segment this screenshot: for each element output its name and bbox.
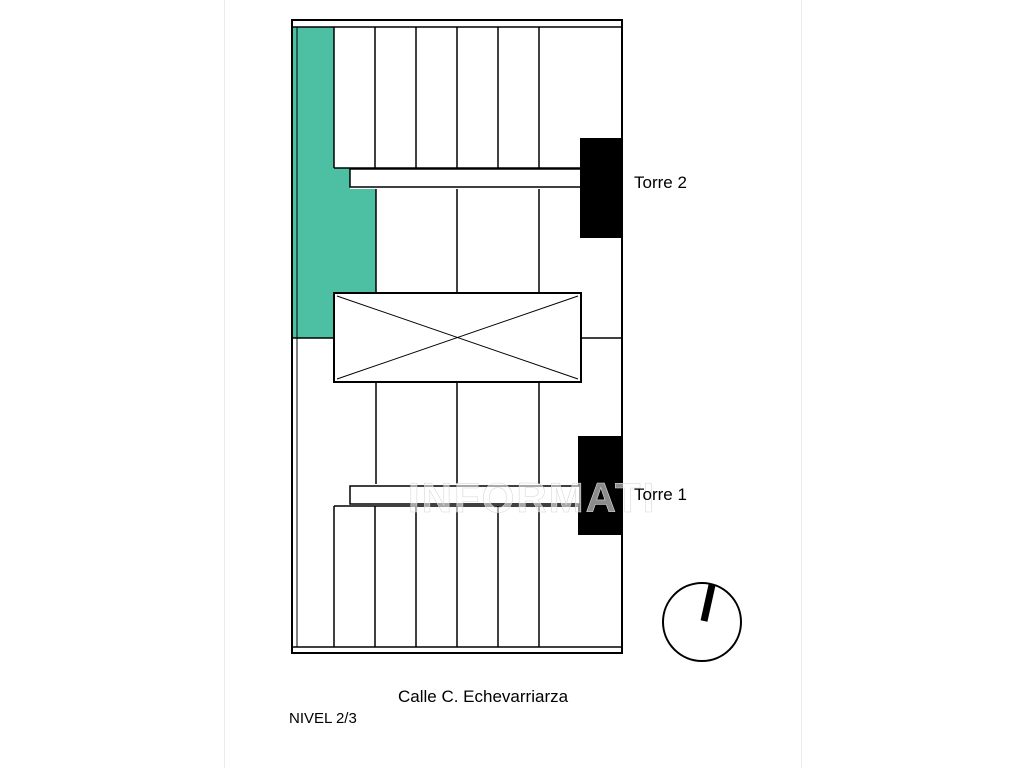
- highlighted-unit[interactable]: [292, 27, 376, 338]
- parking-stalls-top: [333, 27, 580, 169]
- parking-stalls-middle: [375, 189, 540, 484]
- torre-2-core: [580, 138, 622, 238]
- ramp-bar-top: [349, 168, 583, 188]
- torre-1-core: [578, 436, 622, 535]
- level-label: NIVEL 2/3: [289, 710, 357, 727]
- void-cross-b: [336, 295, 579, 380]
- parking-stalls-bottom: [333, 505, 580, 647]
- torre-1-label: Torre 1: [634, 485, 687, 504]
- building-outline: [291, 19, 623, 654]
- ramp-bar-bottom: [349, 485, 581, 505]
- torre-2-label: Torre 2: [634, 173, 687, 192]
- street-label: Calle C. Echevarriarza: [398, 687, 569, 706]
- compass-icon: [662, 582, 742, 662]
- watermark: INFORMATI: [408, 474, 656, 521]
